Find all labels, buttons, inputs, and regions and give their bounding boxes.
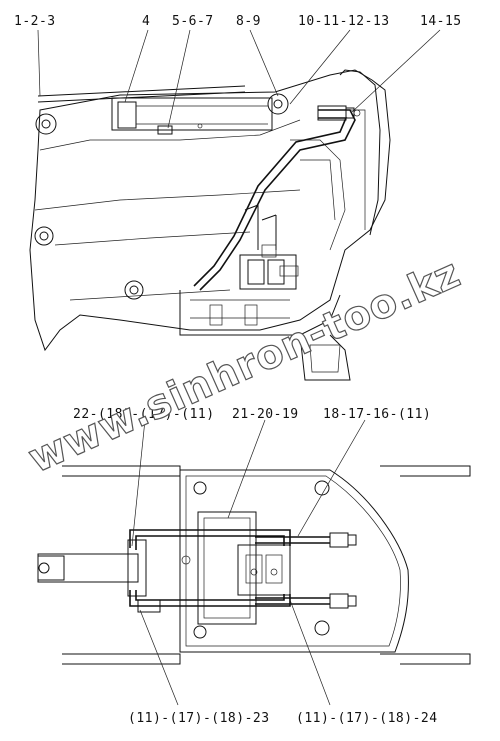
top-view-drawing	[29, 29, 441, 381]
callout-11-17-18-24: (11)-(17)-(18)-24	[296, 711, 438, 726]
callout-21-20-19: 21-20-19	[232, 407, 299, 422]
callout-11-17-18-23: (11)-(17)-(18)-23	[128, 711, 270, 726]
callout-8-9: 8-9	[236, 14, 261, 29]
bottom-view-drawing	[37, 419, 471, 706]
callout-22-18-17-11: 22-(18)-(17)-(11)	[73, 407, 215, 422]
callout-10-11-12-13: 10-11-12-13	[298, 14, 390, 29]
callout-18-17-16-11: 18-17-16-(11)	[323, 407, 431, 422]
watermark-text: www.sinhron-too.kz	[22, 250, 468, 482]
callout-5-6-7: 5-6-7	[172, 14, 214, 29]
callout-4: 4	[142, 14, 150, 29]
callout-14-15: 14-15	[420, 14, 462, 29]
callout-1-2-3: 1-2-3	[14, 14, 56, 29]
